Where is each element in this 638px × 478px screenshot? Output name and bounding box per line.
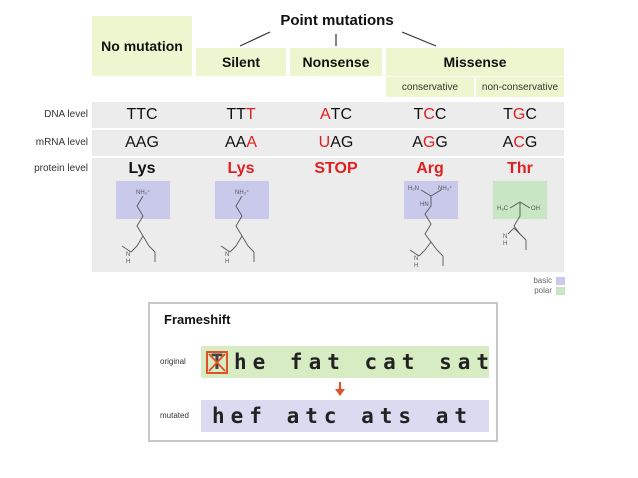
branch-line-silent [239, 31, 271, 47]
amino-acid-structures: NH₃⁺ NH₃⁺ H₂N NH₃⁺ HN H₃C OH N H N H N H… [121, 185, 540, 269]
legend-polar-label: polar [534, 286, 552, 295]
frameshift-mutated-label: mutated [160, 411, 189, 420]
structure-label-oh: OH [531, 206, 540, 212]
codon-mutated-base: T [245, 106, 256, 123]
codon-part: AA [224, 134, 247, 151]
frameshift-original-label: original [160, 357, 186, 366]
structure-label-nh3: NH₃⁺ [235, 189, 249, 196]
header-silent: Silent [196, 48, 286, 76]
legend-basic-label: basic [533, 276, 552, 285]
lys-structure-backbone [229, 235, 255, 253]
arg-structure-chain [424, 196, 432, 243]
structure-label-h: H [225, 259, 229, 265]
header-conservative: conservative [386, 77, 474, 97]
codon-mutated-base: C [423, 106, 435, 123]
cross-icon [208, 353, 226, 372]
codon-part: TTC [126, 106, 158, 123]
codon-part: AG [330, 134, 354, 151]
codon-part: G [435, 134, 448, 151]
legend-basic-swatch [556, 277, 565, 285]
legend-polar-swatch [556, 287, 565, 295]
side-chain-highlight-basic [215, 181, 269, 219]
structure-label-hn: HN [420, 202, 429, 208]
lys-structure-backbone [130, 235, 156, 253]
thr-structure-chain [513, 202, 521, 235]
codon-part: T [503, 106, 513, 123]
structure-label-h: H [503, 241, 507, 247]
protein-residue: STOP [314, 160, 358, 177]
header-missense: Missense [386, 48, 564, 76]
structure-label-h3c: H₃C [497, 206, 509, 212]
frameshift-original-band [201, 346, 489, 378]
row-label-protein: protein level [34, 163, 88, 174]
header-no-mutation: No mutation [92, 16, 192, 76]
structure-label-n: N [126, 252, 130, 258]
mrna-codon: AAG [92, 130, 192, 156]
codon-part: TC [330, 106, 352, 123]
thr-structure-backbone [507, 227, 527, 241]
codon-part: AAG [125, 134, 159, 151]
structure-label-h2n: H₂N [408, 186, 419, 192]
frameshift-mutated-band [201, 400, 489, 432]
codon-mutated-base: G [512, 106, 526, 123]
structure-label-n: N [225, 252, 229, 258]
frameshift-deleted-box [206, 351, 228, 374]
point-mutations-branches [239, 31, 437, 47]
codon-part: A [412, 134, 423, 151]
structure-label-h: H [126, 259, 130, 265]
codon-mutated-base: A [246, 134, 257, 151]
codon-mutated-base: A [320, 106, 331, 123]
header-non-conservative: non-conservative [476, 77, 564, 97]
arrow-down-icon [335, 382, 345, 396]
codon-part: A [502, 134, 514, 151]
codon-part: C [525, 106, 537, 123]
branch-line-missense [401, 31, 437, 47]
row-label-mrna: mRNA level [35, 137, 88, 148]
structure-label-nh3: NH₃⁺ [136, 189, 150, 196]
protein-residue: Lys [227, 160, 255, 177]
frameshift-mutated-text: hef atc ats at [212, 404, 474, 428]
structure-label-n: N [503, 234, 507, 240]
codon-part: T [413, 106, 424, 123]
frameshift-title: Frameshift [164, 312, 231, 327]
structure-label-h: H [414, 263, 418, 269]
lys-structure-chain [235, 195, 243, 237]
structure-label-n: N [414, 256, 418, 262]
codon-part: C [434, 106, 447, 123]
lys-structure-chain [136, 195, 144, 237]
dna-codon: TTC [92, 102, 192, 128]
protein-residue: Arg [416, 160, 444, 177]
codon-part: G [524, 134, 538, 151]
protein-row-band [92, 158, 564, 272]
arg-structure-backbone [418, 241, 444, 257]
mrna-row-band [92, 130, 564, 156]
protein-residue: Thr [507, 160, 533, 177]
structure-label-nh3: NH₃⁺ [438, 185, 452, 192]
codon-mutated-base: G [422, 134, 436, 151]
row-label-dna: DNA level [44, 109, 88, 120]
lys-structure-bond [121, 245, 132, 253]
arg-structure-bond [409, 249, 420, 257]
dna-row-band [92, 102, 564, 128]
codon-mutated-base: C [513, 134, 525, 151]
codon-mutated-base: U [318, 134, 331, 151]
protein-residue: Lys [128, 160, 156, 177]
point-mutations-title: Point mutations [280, 12, 394, 29]
frameshift-original-text: he fat cat sat [234, 350, 496, 374]
header-nonsense: Nonsense [290, 48, 382, 76]
lys-structure-bond [220, 245, 231, 253]
side-chain-highlight-basic [116, 181, 170, 219]
codon-part: TT [226, 106, 246, 123]
